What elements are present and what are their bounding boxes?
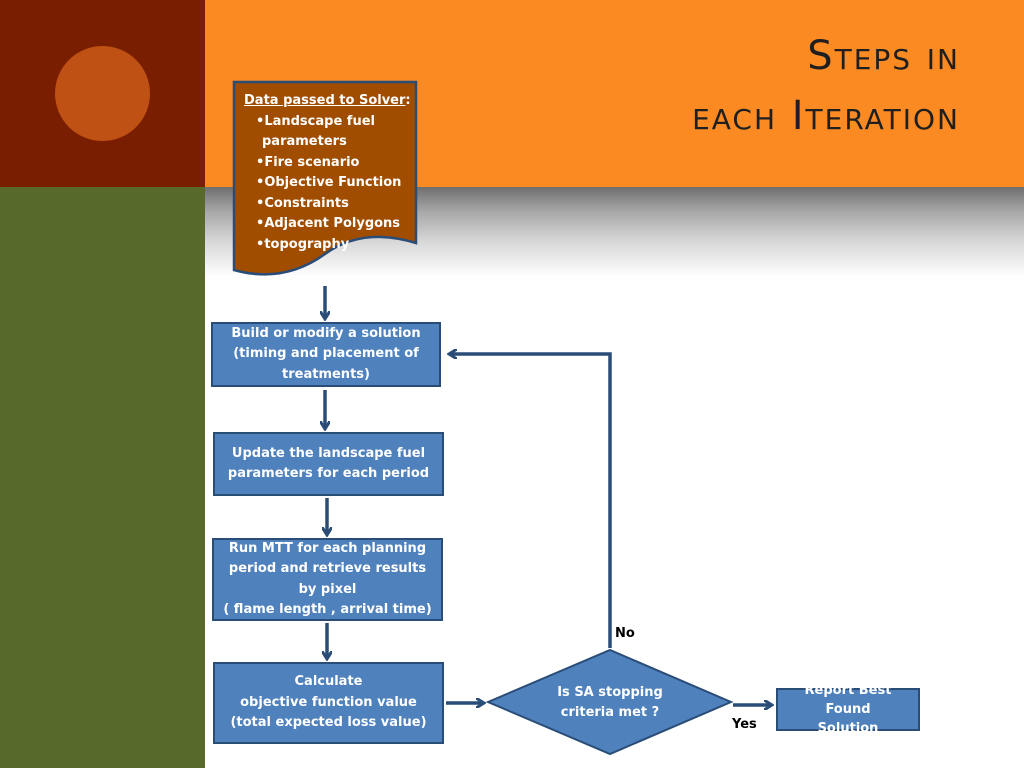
slide-title-line-2: each Iteration	[692, 93, 960, 139]
data-item-fire-scenario: Fire scenario	[256, 153, 414, 174]
slide-title: Steps in each Iteration	[440, 26, 960, 146]
data-item-adjacent-polygons: Adjacent Polygons	[256, 214, 414, 235]
data-document-text: Data passed to Solver: Landscape fuel pa…	[244, 91, 414, 255]
data-item-objective-function: Objective Function	[256, 173, 414, 194]
step-calculate-objective: Calculate objective function value (tota…	[213, 662, 444, 744]
decision-diamond	[485, 648, 734, 756]
step-report-best-solution: Report Best Found Solution	[776, 683, 920, 736]
data-document-heading-row: Data passed to Solver:	[244, 91, 414, 112]
data-item-constraints: Constraints	[256, 194, 414, 215]
step-update-fuel-parameters: Update the landscape fuel parameters for…	[213, 432, 444, 496]
arrow-no-loop-back	[450, 354, 612, 648]
data-document-list: Landscape fuel parameters Fire scenario …	[244, 112, 414, 256]
data-item-topography: topography	[256, 235, 414, 256]
slide-title-line-1: Steps in	[807, 33, 960, 79]
data-document-heading-colon: :	[405, 93, 411, 108]
sidebar-green-block	[0, 187, 205, 768]
data-item-landscape-fuel: Landscape fuel parameters	[256, 112, 414, 153]
decision-text: Is SA stopping criteria met ?	[557, 685, 663, 720]
edge-label-no: No	[615, 626, 635, 641]
step-build-solution: Build or modify a solution (timing and p…	[211, 322, 441, 387]
data-document-heading: Data passed to Solver	[244, 93, 406, 108]
step-run-mtt: Run MTT for each planning period and ret…	[212, 538, 443, 621]
edge-label-yes: Yes	[732, 717, 757, 732]
decorative-circle	[55, 46, 150, 141]
